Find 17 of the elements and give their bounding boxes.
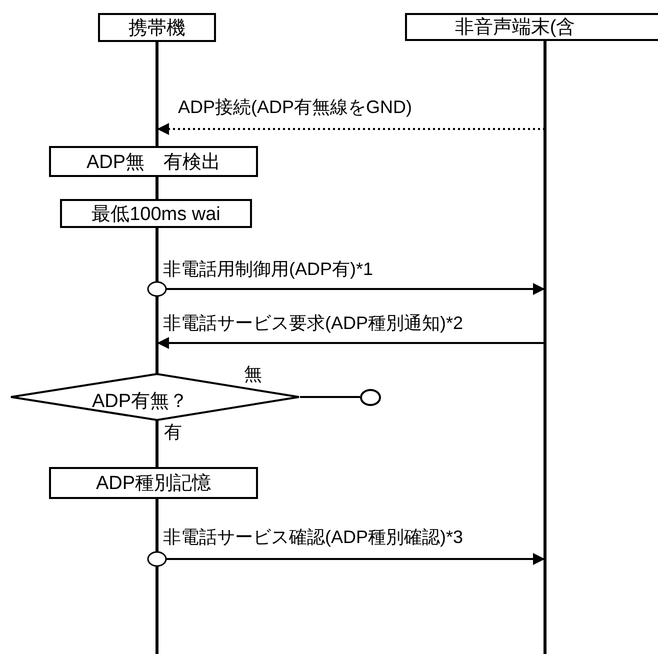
decision-branch <box>300 396 360 398</box>
edge-label: 非電話用制御用(ADP有)*1 <box>163 259 374 279</box>
process-box: ADP無 有検出 <box>49 146 258 177</box>
message-arrow <box>147 551 545 567</box>
participant-box: 非音声端末(含 <box>405 13 658 41</box>
message-arrow <box>157 337 545 349</box>
branch-label: 有 <box>164 422 182 442</box>
participant-box: 携帯機 <box>98 13 216 42</box>
edge-label: 非電話サービス確認(ADP種別確認)*3 <box>163 527 464 547</box>
dotted-arrow <box>157 123 545 135</box>
edge-label: 非電話サービス要求(ADP種別通知)*2 <box>163 313 464 333</box>
process-box: 最低100ms wai <box>60 199 252 228</box>
message-arrow <box>147 281 545 297</box>
process-box: ADP種別記憶 <box>49 467 258 499</box>
edge-label: ADP接続(ADP有無線をGND) <box>178 97 412 117</box>
connector-circle <box>360 389 381 406</box>
edge-label: 無 <box>244 364 262 384</box>
